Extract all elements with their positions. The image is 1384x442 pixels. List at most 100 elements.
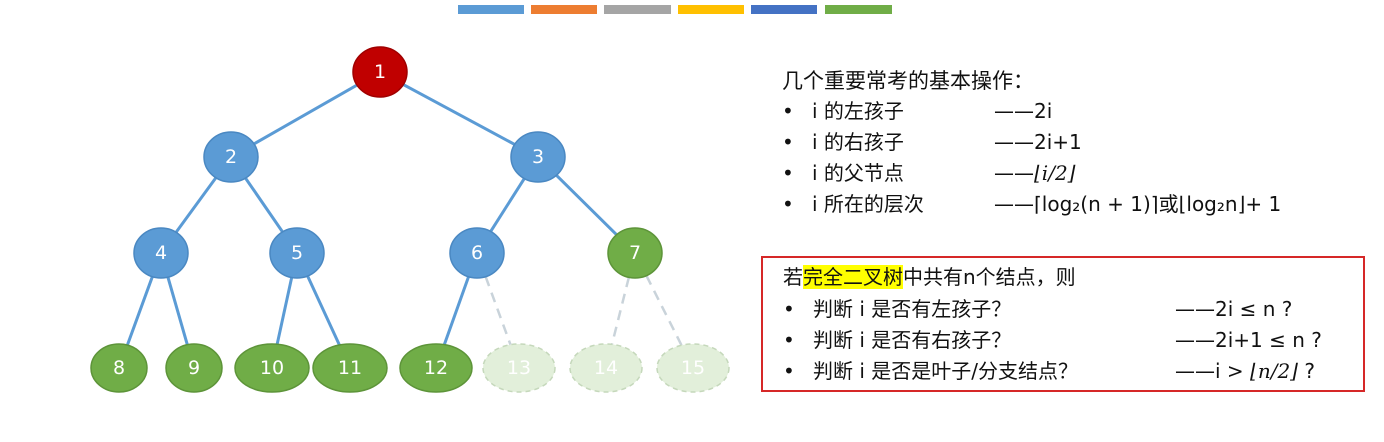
node-label: 8 (113, 357, 125, 379)
node-circle (656, 343, 730, 393)
node-circle (399, 343, 473, 393)
node-label: 3 (532, 146, 544, 168)
condition-right-child: • 判断 i 是否有右孩子？ ——2i+1 ≤ n ? (783, 325, 1353, 356)
floor-i-over-2: ⌊i/2⌋ (1034, 161, 1076, 185)
color-bar (825, 5, 892, 14)
tree-edge-2-4 (174, 176, 218, 234)
tree-edge-2-5 (244, 177, 284, 233)
node-circle (203, 131, 259, 183)
operations-title: 几个重要常考的基本操作： (782, 69, 1034, 93)
node-label: 1 (374, 61, 386, 83)
tree-edge-1-3 (402, 83, 516, 146)
tree-edge-6-13 (484, 276, 512, 346)
tree-edge-6-12 (442, 276, 470, 346)
tree-node-1: 1 (352, 46, 408, 98)
bullet: • (783, 359, 795, 383)
node-label: 5 (291, 242, 303, 264)
tree-node-9: 9 (165, 343, 223, 393)
tree-edge-3-7 (555, 174, 618, 236)
condition-label: 判断 i 是否有右孩子？ (813, 328, 1012, 352)
color-bar (604, 5, 671, 14)
operation-label: i 的父节点 (812, 161, 904, 185)
tree-node-14: 14 (569, 343, 643, 393)
operation-value: ——2i+1 (994, 130, 1082, 154)
condition-value: ——2i ≤ n ? (1175, 297, 1293, 321)
conditions-title: 若完全二叉树中共有n个结点，则 (783, 262, 1076, 292)
node-circle (234, 343, 310, 393)
floor-n-over-2: ⌊n/2⌋ (1250, 359, 1298, 383)
condition-value: ——i > ⌊n/2⌋ ? (1175, 356, 1315, 387)
node-label: 9 (188, 357, 200, 379)
tree-node-15: 15 (656, 343, 730, 393)
tree-edge-5-11 (306, 275, 341, 346)
operation-value: ——2i (994, 99, 1053, 123)
tree-node-5: 5 (269, 227, 325, 279)
tree-edges (125, 83, 683, 346)
value-suffix: ? (1297, 359, 1315, 383)
tree-node-7: 7 (607, 227, 663, 279)
operation-value: ——⌊i/2⌋ (994, 158, 1075, 189)
node-label: 14 (594, 357, 618, 379)
title-suffix: 中共有n个结点，则 (903, 265, 1076, 289)
tree-node-4: 4 (133, 227, 189, 279)
color-bar (678, 5, 744, 14)
condition-leaf-or-branch: • 判断 i 是否是叶子/分支结点？ ——i > ⌊n/2⌋ ? (783, 356, 1353, 387)
title-prefix: 若 (783, 265, 803, 289)
tree-node-3: 3 (510, 131, 566, 183)
bullet: • (783, 328, 795, 352)
operation-left-child: • i 的左孩子 ——2i (782, 96, 1362, 127)
node-label: 13 (507, 357, 531, 379)
highlighted-term: 完全二叉树 (803, 265, 903, 289)
value-prefix: ——i > (1175, 359, 1251, 383)
node-label: 11 (338, 357, 362, 379)
tree-edge-7-14 (610, 277, 631, 345)
value-prefix: —— (994, 161, 1034, 185)
tree-edge-7-15 (645, 275, 683, 346)
operation-label: i 的右孩子 (812, 130, 904, 154)
operation-label: i 的左孩子 (812, 99, 904, 123)
node-label: 15 (681, 357, 705, 379)
condition-value: ——2i+1 ≤ n ? (1175, 328, 1322, 352)
bullet: • (782, 161, 794, 185)
node-circle (510, 131, 566, 183)
node-circle (607, 227, 663, 279)
tree-node-6: 6 (449, 227, 505, 279)
tree-node-8: 8 (90, 343, 148, 393)
node-circle (449, 227, 505, 279)
bullet: • (782, 192, 794, 216)
tree-edge-1-2 (253, 83, 358, 146)
condition-label: 判断 i 是否是叶子/分支结点？ (813, 359, 1079, 383)
tree-edge-3-6 (489, 177, 526, 233)
tree-node-2: 2 (203, 131, 259, 183)
tree-node-13: 13 (482, 343, 556, 393)
node-circle (482, 343, 556, 393)
tree-node-12: 12 (399, 343, 473, 393)
node-label: 12 (424, 357, 448, 379)
bullet: • (783, 297, 795, 321)
tree-edge-4-8 (125, 276, 154, 346)
condition-label: 判断 i 是否有左孩子？ (813, 297, 1012, 321)
tree-node-11: 11 (312, 343, 388, 393)
node-label: 6 (471, 242, 483, 264)
tree-node-10: 10 (234, 343, 310, 393)
node-label: 4 (155, 242, 167, 264)
operation-parent: • i 的父节点 ——⌊i/2⌋ (782, 158, 1362, 189)
node-circle (269, 227, 325, 279)
node-label: 2 (225, 146, 237, 168)
operation-level: • i 所在的层次 ——⌈log₂(n + 1)⌉或⌊log₂n⌋+ 1 (782, 189, 1362, 220)
color-bar (751, 5, 817, 14)
operation-label: i 所在的层次 (812, 192, 924, 216)
condition-left-child: • 判断 i 是否有左孩子？ ——2i ≤ n ? (783, 294, 1353, 325)
complete-tree-conditions-box: 若完全二叉树中共有n个结点，则 • 判断 i 是否有左孩子？ ——2i ≤ n … (761, 256, 1365, 392)
node-circle (90, 343, 148, 393)
color-bar (531, 5, 597, 14)
operation-right-child: • i 的右孩子 ——2i+1 (782, 127, 1362, 158)
node-circle (352, 46, 408, 98)
color-bar (458, 5, 524, 14)
operation-value: ——⌈log₂(n + 1)⌉或⌊log₂n⌋+ 1 (994, 192, 1282, 216)
node-circle (133, 227, 189, 279)
tree-edge-4-9 (166, 276, 189, 346)
bullet: • (782, 130, 794, 154)
